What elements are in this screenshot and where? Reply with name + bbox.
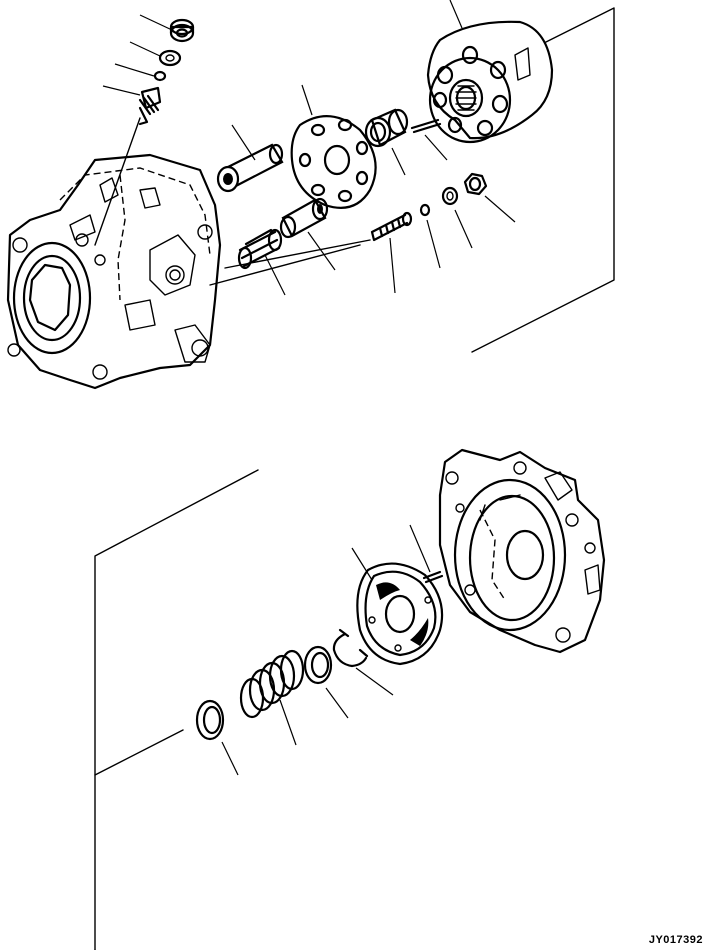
piston <box>216 124 284 193</box>
needle-bearing <box>364 108 409 176</box>
o-ring-right <box>419 203 441 269</box>
valve-plate <box>290 84 377 209</box>
washer-right <box>441 186 473 249</box>
plug-top-left <box>138 86 162 126</box>
dowel-pin-top <box>410 118 448 161</box>
pump-housing <box>6 153 222 390</box>
drawing-reference-code: JY017392 <box>648 934 703 946</box>
end-cover-housing <box>438 448 606 654</box>
thrust-washer <box>195 699 239 776</box>
nut-right <box>463 172 516 223</box>
leader-lines-top-left <box>102 14 173 96</box>
o-ring-top-left <box>153 70 167 82</box>
bottom-assembly-frame <box>94 469 259 950</box>
collar <box>303 645 349 719</box>
cylinder-block <box>426 0 554 144</box>
dowel-pin-bottom <box>409 524 444 584</box>
port-plate <box>351 547 444 666</box>
nut-top-left <box>169 18 195 43</box>
sleeve <box>279 197 336 271</box>
snap-ring <box>332 628 394 696</box>
spring-bottom <box>239 649 305 746</box>
washer-top-left <box>158 49 182 67</box>
top-assembly-frame <box>471 7 615 353</box>
spring-top <box>237 228 286 296</box>
threaded-plug-right <box>370 211 413 294</box>
